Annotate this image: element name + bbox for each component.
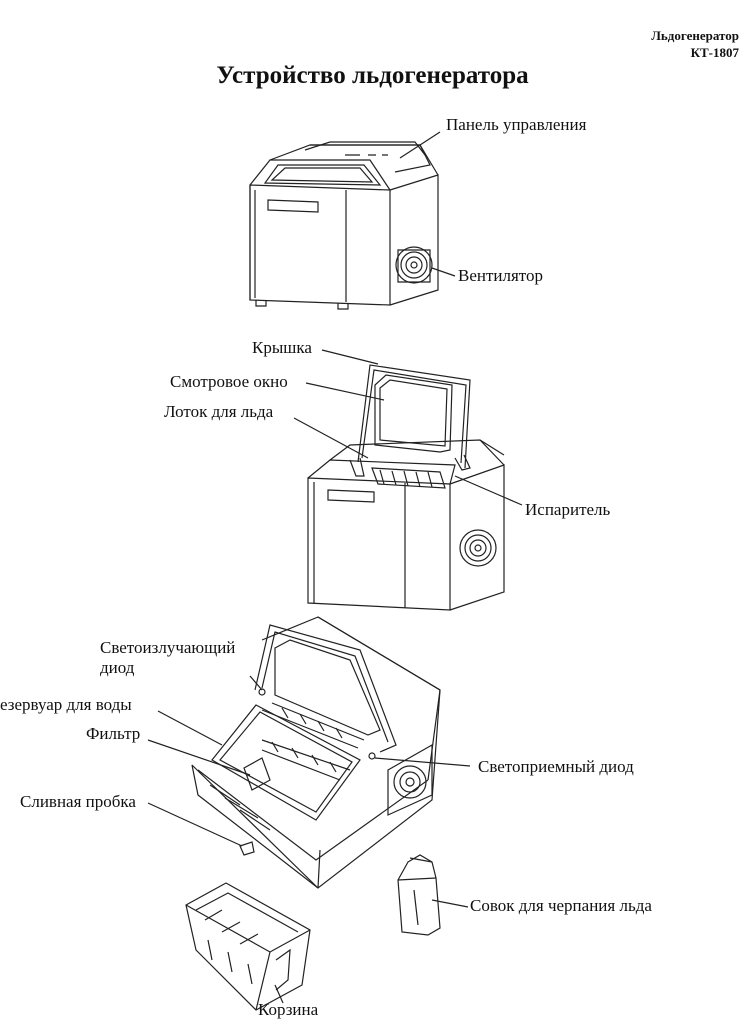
label-led-line2: диод (100, 658, 135, 677)
leader-reservoir (158, 711, 222, 745)
label-scoop: Совок для черпания льда (470, 896, 652, 915)
leader-scoop (432, 900, 468, 907)
ice-maker-closed-illustration (250, 142, 438, 309)
leader-led (250, 676, 262, 690)
leader-fan (432, 268, 455, 276)
page-title: Устройство льдогенератора (216, 62, 529, 89)
label-reservoir: езервуар для воды (0, 695, 132, 714)
leader-evaporator (455, 476, 522, 505)
label-evaporator: Испаритель (525, 500, 611, 519)
leader-filter (148, 740, 250, 775)
leader-ice-tray (294, 418, 368, 458)
label-ice-tray: Лоток для льда (164, 402, 274, 421)
label-filter: Фильтр (86, 724, 141, 743)
ice-maker-open-illustration (308, 365, 504, 610)
label-fan: Вентилятор (458, 266, 544, 285)
leader-basket (275, 985, 283, 1003)
header-product: Льдогенератор (651, 28, 739, 43)
label-basket: Корзина (258, 1000, 319, 1019)
label-receiver-diode: Светоприемный диод (478, 757, 634, 776)
ice-maker-top-view-illustration (192, 617, 440, 888)
label-window: Смотровое окно (170, 372, 288, 391)
label-led-line1: Светоизлучающий (100, 638, 236, 657)
label-lid: Крышка (252, 338, 312, 357)
leader-receiver-diode (375, 758, 470, 766)
header-model: КТ-1807 (690, 45, 739, 60)
label-control-panel: Панель управления (446, 115, 587, 134)
basket-illustration (186, 883, 310, 1010)
label-drain-plug: Сливная пробка (20, 792, 136, 811)
leader-window (306, 383, 384, 400)
leader-drain-plug (148, 803, 242, 846)
leader-control-panel (400, 132, 440, 158)
scoop-illustration (398, 855, 440, 935)
leader-lid (322, 350, 378, 364)
